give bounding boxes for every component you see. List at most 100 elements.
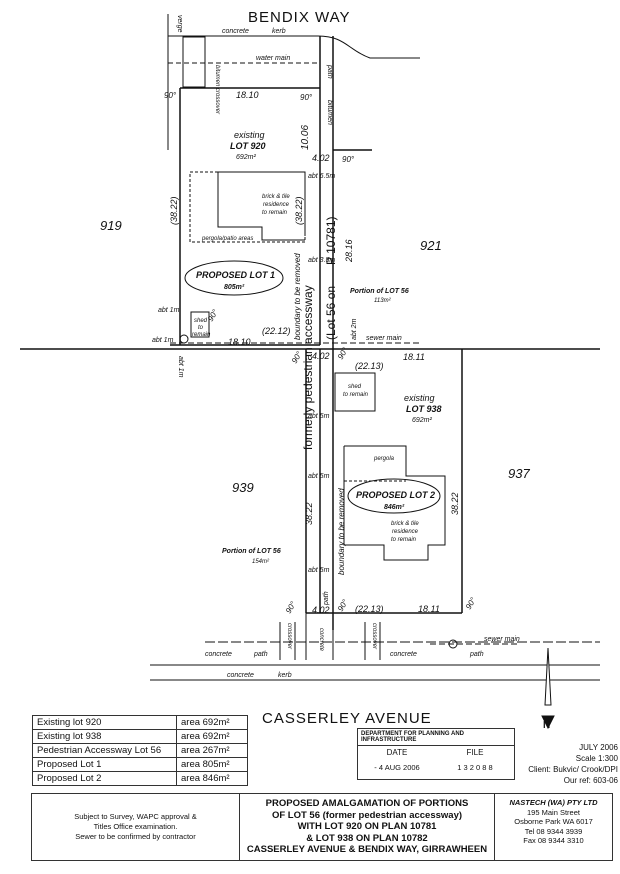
area-table-lot: Pedestrian Accessway Lot 56 (32, 743, 177, 758)
crossover-label-1: crossover (286, 623, 292, 650)
area-table-area: area 267m² (176, 743, 248, 758)
shed-938-l2: to remain (343, 392, 369, 398)
path-label-south: path (323, 591, 330, 606)
bitumen-crossover-label: bitumen crossover (214, 65, 220, 115)
lot-920-label: LOT 920 (230, 141, 266, 151)
residence-938: residence (392, 529, 419, 535)
lot-921: 921 (420, 238, 442, 253)
proposed-lot1-label: PROPOSED LOT 1 (196, 270, 275, 280)
sewer-manhole-2 (448, 639, 458, 649)
proposed-lot2-area: 846m² (384, 504, 405, 511)
shed-920-l1: shed (194, 318, 208, 324)
portion-area-113: 113m² (374, 298, 392, 304)
dim-18-11-south: 18.11 (418, 604, 440, 614)
abt-6-5m: abt 6.5m (308, 173, 335, 180)
area-table-area: area 846m² (176, 771, 248, 786)
angle-938-se: 90° (464, 595, 478, 611)
title-block: Subject to Survey, WAPC approval & Title… (31, 793, 613, 861)
note-line: Sewer to be confirmed by contractor (75, 832, 196, 841)
abt-1m-vert: abt 1m (177, 356, 184, 378)
lot-938-area: 692m² (412, 417, 433, 424)
proposed-lot2-ellipse (347, 478, 441, 514)
path-label-north: path (326, 64, 333, 79)
drawing-scale: Scale 1:300 (575, 754, 618, 763)
pergola-938-outline (343, 446, 406, 482)
dim-22-13-north: (22.13) (355, 361, 384, 371)
existing-938: existing (404, 393, 435, 403)
abt-3-5m: abt 3.5m (308, 257, 335, 264)
kerb-label-south: kerb (278, 672, 292, 679)
kerb-label-north: kerb (272, 28, 286, 35)
note-line: Titles Office examination. (93, 822, 178, 831)
lot-56-on-label: (Lot 56 on (324, 286, 338, 340)
pergola-938-label: pergola (373, 456, 395, 462)
angle-920-ne: 90° (300, 93, 313, 102)
sewer-main-label-north: sewer main (366, 335, 402, 342)
area-table-lot: Proposed Lot 1 (32, 757, 177, 772)
angle-938-sw: 90° (284, 599, 298, 615)
to-remain-920: to remain (262, 210, 288, 216)
road-north-name: BENDIX WAY (248, 9, 351, 26)
firm-name: NASTECH (WA) PTY LTD (509, 798, 598, 807)
north-arrow-shaft (544, 647, 552, 706)
north-arrow-head-icon (541, 715, 555, 730)
dim-18-10-south: 18.10 (228, 337, 251, 347)
lot-939: 939 (232, 480, 254, 495)
lot-919: 919 (100, 218, 122, 233)
proposed-lot1-area: 805m² (224, 284, 245, 291)
dim-10-06: 10.06 (300, 125, 311, 150)
residence-920-outline (218, 171, 306, 236)
verge-label: verge (176, 15, 183, 33)
lot-937: 937 (508, 466, 530, 481)
concrete-label-s3: concrete (227, 672, 254, 679)
dim-38-22-inner: (38.22) (294, 196, 304, 225)
area-table-area: area 805m² (176, 757, 248, 772)
lot-920-area: 692m² (236, 154, 257, 161)
firm-address-line: Tel 08 9344 3939 (524, 826, 583, 836)
residence-920-outline-2 (217, 172, 305, 241)
portion-lot56-south: Portion of LOT 56 (222, 548, 281, 555)
bitumen-label: bitumen (326, 100, 333, 125)
portion-lot56-north: Portion of LOT 56 (350, 288, 409, 295)
title-line: WITH LOT 920 ON PLAN 10781 (297, 821, 437, 832)
title-line: & LOT 938 ON PLAN 10782 (306, 832, 428, 844)
title-line: OF LOT 56 (former pedestrian accessway) (271, 809, 463, 821)
dim-4-02-mid: 4.02 (312, 351, 330, 361)
brick-tile-938: brick & tile (391, 521, 419, 527)
pergola-patio-label: pergola/patio areas (201, 236, 253, 242)
area-table-area: area 692m² (176, 715, 248, 730)
title-block-title: PROPOSED AMALGAMATION OF PORTIONS OF LOT… (240, 794, 495, 860)
angle-920-nw: 90° (164, 91, 177, 100)
shed-920-l2: to (198, 325, 204, 331)
sewer-main-label-south: sewer main (484, 636, 520, 643)
planning-stamp-header: DEPARTMENT FOR PLANNING AND INFRASTRUCTU… (358, 729, 514, 746)
shed-920 (190, 311, 210, 338)
shed-938 (334, 372, 376, 412)
angle-921: 90° (342, 155, 355, 164)
road-south-name: CASSERLEY AVENUE (262, 710, 432, 727)
dim-4-02-north: 4.02 (312, 153, 330, 163)
abt-2m: abt 2m (351, 318, 358, 340)
firm-address-line: Fax 08 9344 3310 (523, 836, 584, 845)
dim-38-22-west: (38.22) (169, 196, 179, 225)
dim-38-22-e938: 38.22 (450, 492, 460, 515)
planning-date-label: DATE (386, 748, 408, 757)
angle-938-s: 90° (336, 597, 350, 613)
to-remain-938: to remain (391, 537, 417, 543)
proposed-lot1-ellipse (184, 260, 284, 296)
north-label: N (543, 720, 550, 731)
angle-shed: 90° (206, 307, 220, 323)
dim-4-02-south: 4.02 (312, 605, 330, 615)
abt-5m-2: abt 5m (308, 473, 330, 480)
drawing-date: JULY 2006 (579, 743, 618, 752)
angle-938-n: 90° (336, 345, 350, 361)
water-main-label: water main (256, 55, 290, 62)
dim-18-10-north: 18.10 (236, 90, 259, 100)
shed-938-l1: shed (348, 384, 362, 390)
abt-5m-1: abt 5m (308, 413, 330, 420)
